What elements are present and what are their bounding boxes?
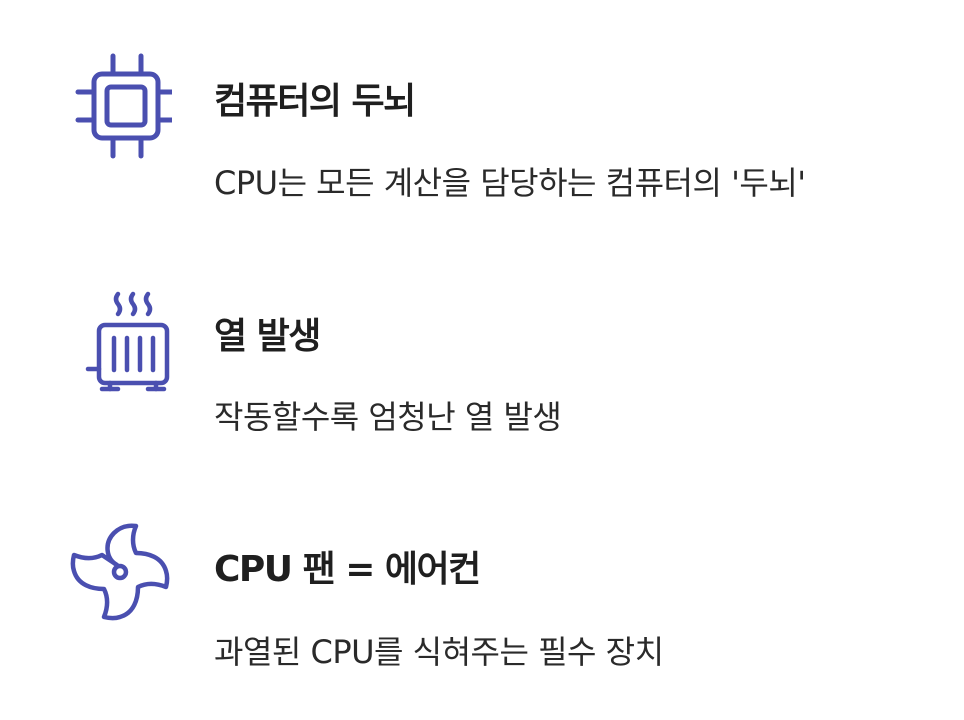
- feature-description: CPU는 모든 계산을 담당하는 컴퓨터의 '두뇌': [214, 164, 806, 202]
- heater-icon: [85, 291, 170, 392]
- feature-title: 컴퓨터의 두뇌: [214, 81, 416, 122]
- fan-icon: [70, 523, 170, 621]
- cpu-chip-icon: [75, 53, 172, 159]
- feature-title: CPU 팬 = 에어컨: [214, 549, 481, 590]
- feature-title: 열 발생: [214, 316, 321, 357]
- feature-description: 과열된 CPU를 식혀주는 필수 장치: [214, 633, 664, 671]
- feature-description: 작동할수록 엄청난 열 발생: [214, 398, 562, 436]
